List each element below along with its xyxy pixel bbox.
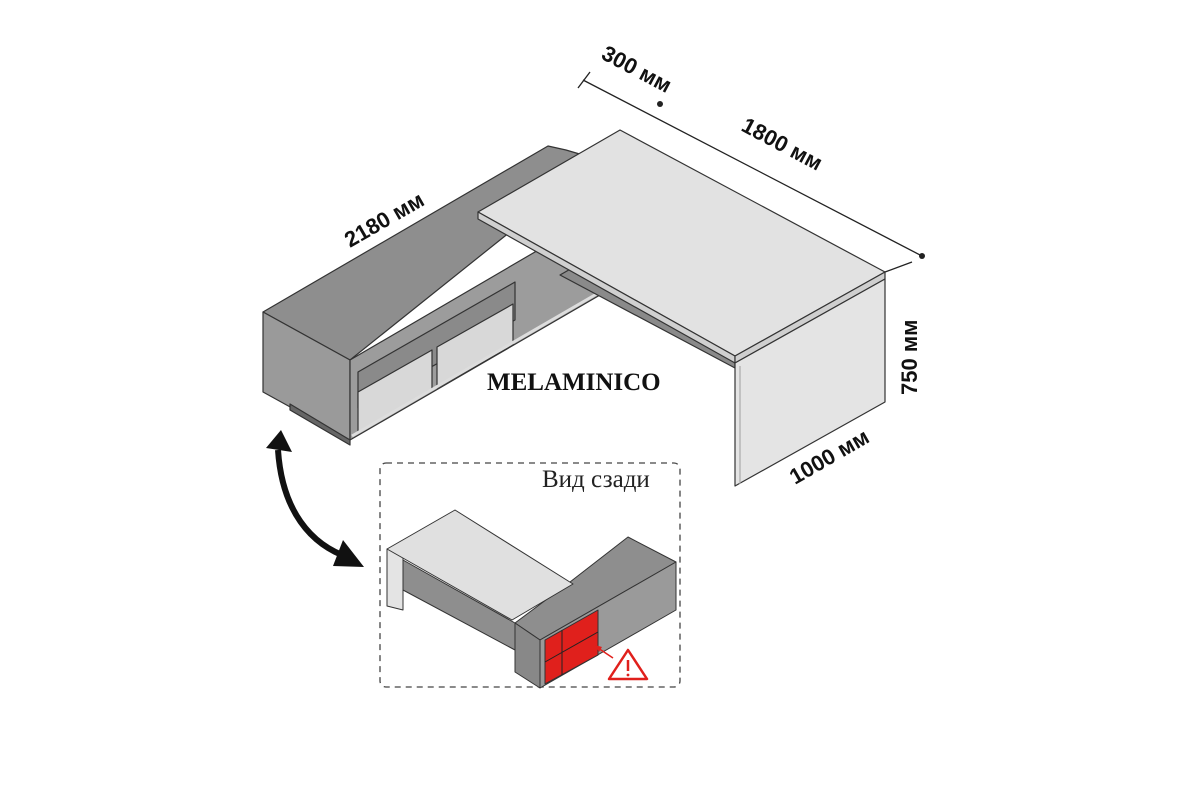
material-label: MELAMINICO bbox=[487, 369, 661, 396]
dimension-width-desk: 1800 мм bbox=[738, 112, 827, 175]
desk bbox=[477, 129, 886, 487]
desk-leg-panel bbox=[734, 278, 886, 487]
dimension-depth-credenza: 300 мм bbox=[598, 40, 676, 97]
inset-title: Вид сзади bbox=[542, 466, 650, 493]
credenza-drawer bbox=[436, 303, 514, 389]
rear-view-inset: Вид сзади bbox=[379, 462, 681, 689]
warning-triangle-icon bbox=[607, 648, 649, 681]
credenza bbox=[262, 145, 601, 446]
dimension-dot bbox=[919, 253, 925, 259]
dimension-dot bbox=[657, 101, 663, 107]
curved-arrow-icon bbox=[266, 430, 364, 567]
dimension-lines bbox=[577, 71, 923, 273]
dimension-height: 750 мм bbox=[897, 320, 922, 395]
